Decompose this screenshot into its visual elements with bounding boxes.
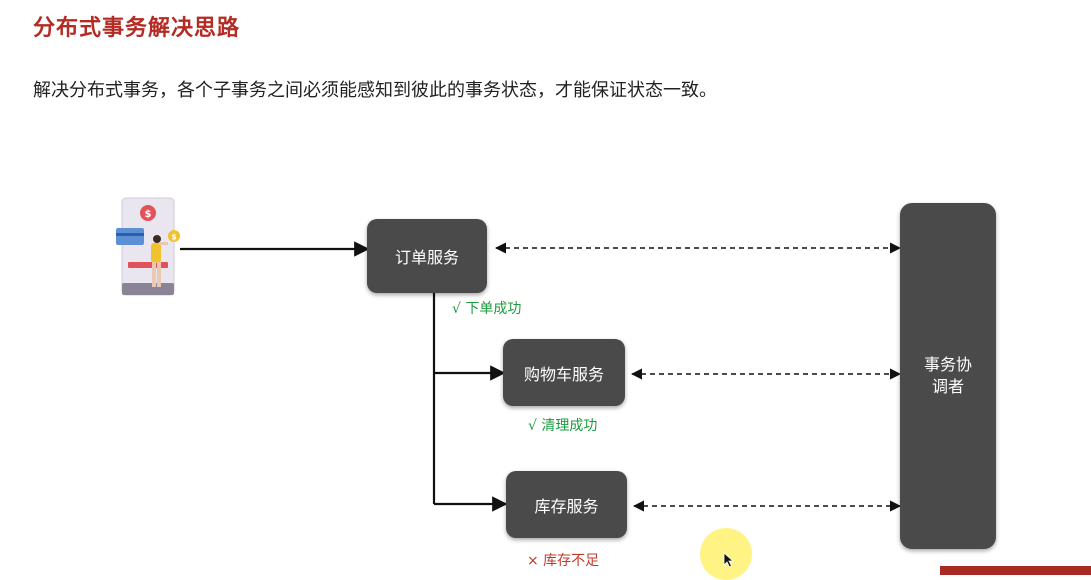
mouse-cursor-icon — [723, 552, 735, 568]
order-service-node: 订单服务 — [367, 219, 487, 293]
phone-payment-icon: $ $ — [116, 197, 180, 296]
coordinator-label-line2: 调者 — [931, 377, 964, 396]
svg-text:$: $ — [171, 233, 177, 242]
cursor-highlight — [700, 528, 752, 580]
transaction-coordinator-node: 事务协 调者 — [900, 203, 996, 549]
status-stock-failure: × 库存不足 — [527, 553, 600, 569]
page-subtitle: 解决分布式事务，各个子事务之间必须能感知到彼此的事务状态，才能保证状态一致。 — [33, 80, 717, 101]
svg-text:$: $ — [145, 209, 152, 220]
corner-banner — [940, 566, 1091, 575]
cart-service-node: 购物车服务 — [503, 339, 625, 406]
status-cart-success: √ 清理成功 — [528, 418, 598, 434]
coordinator-label-line1: 事务协 — [923, 355, 972, 374]
page-title: 分布式事务解决思路 — [33, 16, 241, 41]
stock-service-node: 库存服务 — [506, 471, 627, 538]
status-order-success: √ 下单成功 — [452, 301, 522, 317]
